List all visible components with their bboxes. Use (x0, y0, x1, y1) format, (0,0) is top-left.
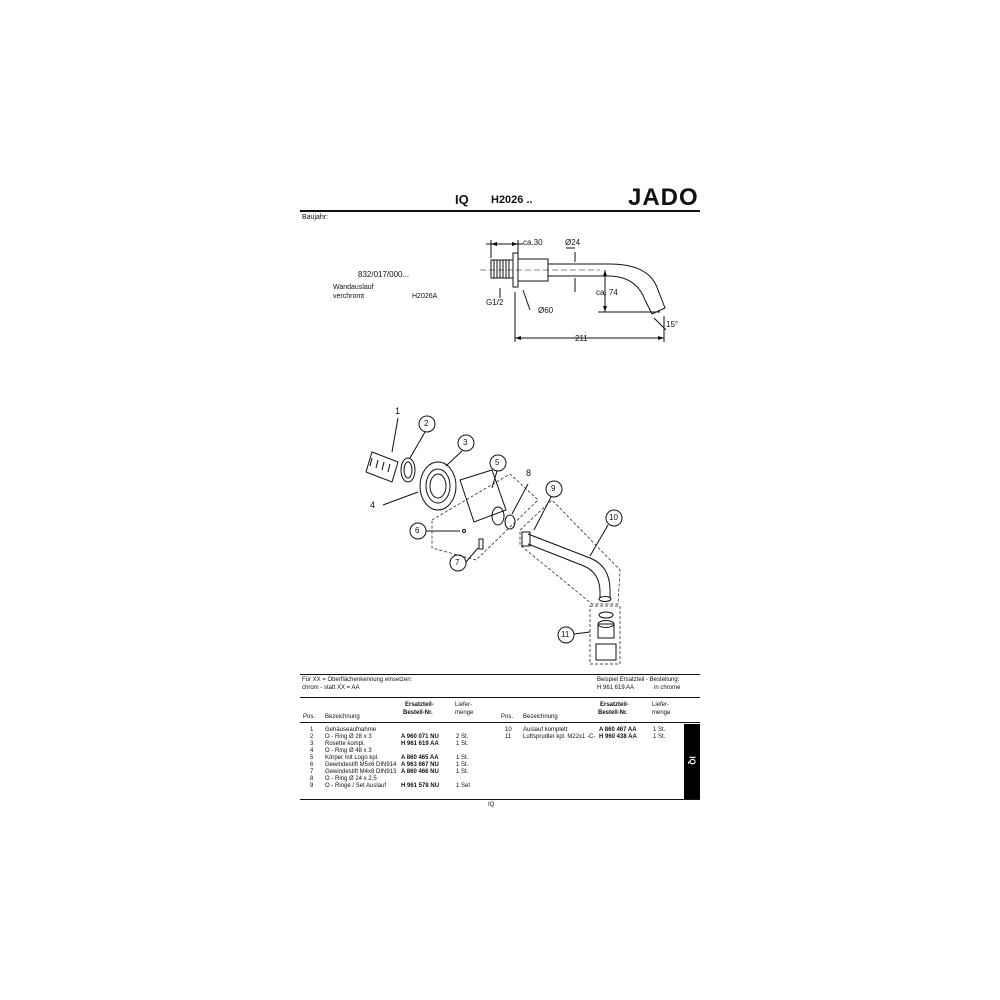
table-row-pos: 11 (505, 734, 512, 740)
callout-9: 9 (551, 484, 556, 493)
dim-depth: ca.30 (523, 238, 543, 247)
callout-7: 7 (455, 558, 460, 567)
product-code: H2026A (412, 293, 438, 300)
hdr-part-right-2: Bestell-Nr. (598, 710, 628, 716)
callout-6: 6 (415, 526, 420, 535)
note-example-title: Beispiel Ersatzteil - Bestellung: (597, 677, 680, 683)
table-row-part: H 960 438 AA (599, 734, 637, 740)
callout-3: 3 (463, 438, 468, 447)
table-row-qty: 1 St. (653, 727, 666, 733)
table-row-pos: 3 (310, 741, 314, 747)
table-row-name: Gehäuseaufnahme (325, 727, 377, 733)
table-row-pos: 6 (310, 762, 314, 768)
hdr-part-right-1: Ersatzteil- (600, 702, 629, 708)
callout-10: 10 (609, 513, 618, 522)
table-row-part: A 960 071 NU (401, 734, 439, 740)
baujahr-label: Baujahr: (302, 214, 329, 221)
table-row-name: O - Ring Ø 28 x 3 (325, 734, 372, 740)
product-name: Wandauslauf (333, 284, 374, 291)
dim-height: ca. 74 (596, 288, 618, 297)
dim-rosette-diameter: Ø60 (538, 306, 554, 315)
dim-length: 211 (575, 334, 588, 343)
table-row-pos: 10 (505, 727, 512, 733)
table-row-name: Auslauf komplett (523, 727, 568, 733)
table-row-qty: 1 St. (456, 741, 469, 747)
hdr-part-left-1: Ersatzteil- (405, 702, 434, 708)
callout-5: 5 (495, 458, 500, 467)
notes-bottom-rule (300, 697, 700, 698)
brand-logo: JADO (628, 184, 699, 211)
table-row-pos: 1 (310, 727, 314, 733)
hdr-qty-right-2: menge (652, 710, 671, 716)
callout-4: 4 (370, 500, 376, 510)
table-row-part: H 961 619 AA (401, 741, 439, 747)
hdr-qty-right-1: Liefer- (652, 702, 670, 708)
table-row-name: O - Ringe / Set Auslauf (325, 783, 387, 789)
table-row-name: Rosette kompl. (325, 741, 366, 747)
note-chrome-code: chrom - statt XX = AA (302, 685, 360, 691)
table-row-pos: 5 (310, 755, 314, 761)
table-row-pos: 4 (310, 748, 314, 754)
table-row-part: A 963 667 NU (401, 762, 439, 768)
product-number: 832/017/000... (358, 270, 410, 279)
callout-8: 8 (526, 468, 532, 478)
table-row-qty: 1 St. (456, 762, 469, 768)
table-row-part: H 961 578 NU (401, 783, 440, 789)
callout-11: 11 (561, 630, 570, 639)
note-example-finish: in chrome (654, 685, 681, 691)
hdr-part-left-2: Bestell-Nr. (403, 710, 433, 716)
table-row-name: Gewindestift M4x8 DIN913 (325, 769, 397, 775)
side-tab-label: IQ (687, 756, 697, 765)
table-row-pos: 7 (310, 769, 314, 775)
callout-1: 1 (395, 406, 401, 416)
table-row-name: Körper mit Logo kpl. (325, 755, 379, 761)
dim-thread: G1/2 (486, 298, 504, 307)
product-finish: verchromt (333, 293, 365, 300)
hdr-qty-left-1: Liefer- (455, 702, 473, 708)
dim-angle: 15° (666, 320, 679, 329)
table-row-part: A 860 465 AA (401, 755, 439, 761)
table-row-part: A 860 466 NU (401, 769, 439, 775)
table-row-pos: 9 (310, 783, 314, 789)
hdr-name-left: Bezeichnung (325, 714, 360, 720)
series-title: IQ (455, 192, 469, 207)
hdr-pos-left: Pos. (303, 714, 316, 720)
callout-2: 2 (424, 419, 429, 428)
hdr-pos-right: Pos. (501, 714, 514, 720)
table-bottom-rule (300, 799, 700, 800)
table-row-pos: 2 (310, 734, 314, 740)
notes-top-rule (300, 674, 700, 675)
note-surface-code: Für XX = Oberflächenkennung einsetzen: (302, 677, 413, 683)
table-row-name: O - Ring Ø 48 x 3 (325, 748, 372, 754)
table-row-qty: 1 St. (456, 769, 469, 775)
hdr-name-right: Bezeichnung (523, 714, 558, 720)
table-row-name: Luftsprudler kpl. M22x1 -C- (523, 734, 596, 740)
table-row-name: O - Ring Ø 24 x 2,5 (325, 776, 377, 782)
side-tab: IQ (684, 724, 700, 800)
table-row-name: Gewindestift M5x6 DIN914 (325, 762, 397, 768)
dim-spout-diameter: Ø24 (565, 238, 581, 247)
table-row-qty: 1 St. (653, 734, 666, 740)
header-rule (300, 210, 700, 212)
table-row-qty: 1 Set (456, 783, 471, 789)
hdr-qty-left-2: menge (455, 710, 474, 716)
table-row-part: A 860 467 AA (599, 727, 637, 733)
note-example-part: H 961 619 AA (597, 685, 635, 691)
table-row-qty: 1 St. (456, 755, 469, 761)
page-footer: IQ (488, 802, 495, 808)
model-number: H2026 .. (491, 194, 533, 206)
table-row-pos: 8 (310, 776, 314, 782)
table-row-qty: 2 St. (456, 734, 469, 740)
table-header-rule (300, 722, 700, 723)
